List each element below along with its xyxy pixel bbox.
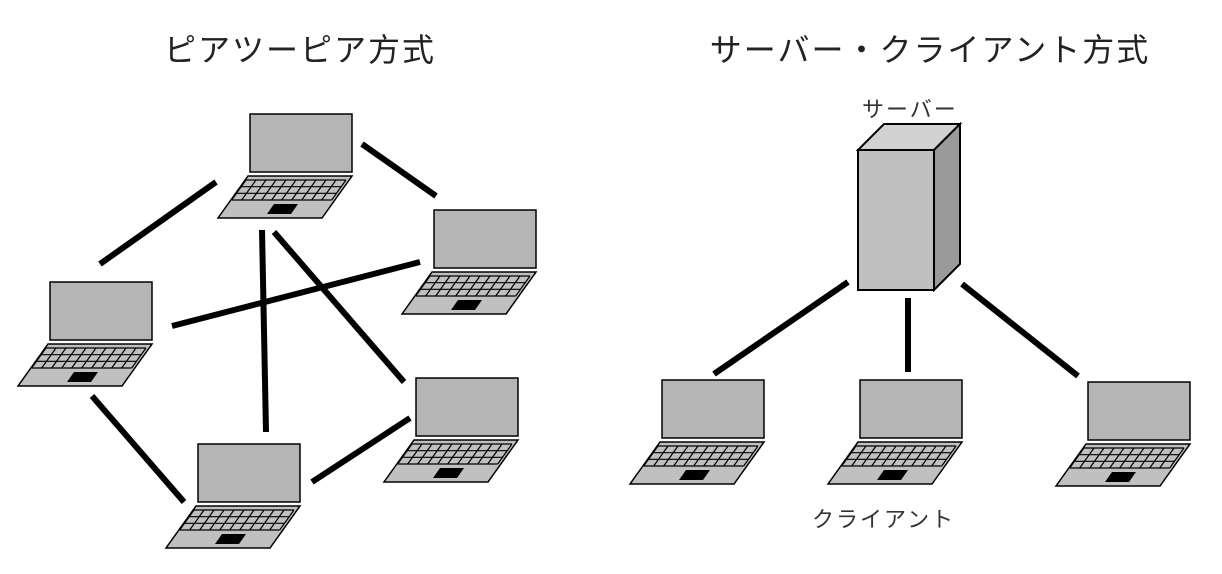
client-server-title: サーバー・クライアント方式 bbox=[709, 31, 1151, 69]
laptop-touchpad bbox=[679, 470, 710, 480]
laptop-keyboard bbox=[231, 179, 347, 201]
peer-laptop-top bbox=[216, 113, 354, 219]
laptop-keyboard bbox=[31, 347, 147, 369]
laptop-screen bbox=[197, 443, 301, 503]
p2p-links bbox=[89, 141, 438, 504]
link-server-client-right bbox=[960, 281, 1080, 379]
link-top-bottom bbox=[259, 229, 269, 433]
laptop-keyboard bbox=[397, 443, 513, 465]
client-label: クライアント bbox=[812, 508, 956, 533]
laptop-keyboard bbox=[179, 509, 295, 531]
link-bottom-lowright bbox=[310, 415, 412, 485]
laptop-touchpad bbox=[267, 204, 298, 214]
link-server-client-left bbox=[712, 279, 850, 377]
laptop-touchpad bbox=[67, 372, 98, 382]
laptop-screen bbox=[661, 379, 765, 439]
server-tower bbox=[855, 121, 963, 293]
laptop-touchpad bbox=[215, 534, 246, 544]
peer-laptop-bottom bbox=[164, 443, 302, 549]
laptop-touchpad bbox=[877, 470, 908, 480]
laptop-keyboard bbox=[1069, 447, 1185, 469]
laptop-touchpad bbox=[451, 300, 482, 310]
laptop-screen bbox=[1087, 381, 1191, 441]
peer-laptop-left bbox=[16, 281, 154, 387]
link-left-bottom bbox=[89, 394, 187, 504]
laptop-screen bbox=[415, 377, 519, 437]
cs-links bbox=[712, 279, 1080, 379]
client-laptop-right bbox=[1054, 381, 1192, 487]
peer-to-peer-title: ピアツーピア方式 bbox=[163, 31, 436, 69]
laptop-keyboard bbox=[643, 445, 759, 467]
link-top-lowright bbox=[271, 230, 407, 384]
laptop-screen bbox=[249, 113, 353, 173]
laptop-screen bbox=[433, 209, 537, 269]
laptop-keyboard bbox=[841, 445, 957, 467]
peer-laptop-right bbox=[400, 209, 538, 315]
client-laptop-left bbox=[628, 379, 766, 485]
laptop-keyboard bbox=[415, 275, 531, 297]
link-left-right bbox=[171, 259, 421, 329]
client-laptop-middle bbox=[826, 379, 964, 485]
link-top-left bbox=[98, 179, 218, 267]
laptop-touchpad bbox=[1105, 472, 1136, 482]
laptop-screen bbox=[49, 281, 153, 341]
link-top-right bbox=[360, 141, 438, 199]
peer-laptop-lower-right bbox=[382, 377, 520, 483]
server-label: サーバー bbox=[862, 98, 958, 123]
laptop-touchpad bbox=[433, 468, 464, 478]
laptop-screen bbox=[859, 379, 963, 439]
